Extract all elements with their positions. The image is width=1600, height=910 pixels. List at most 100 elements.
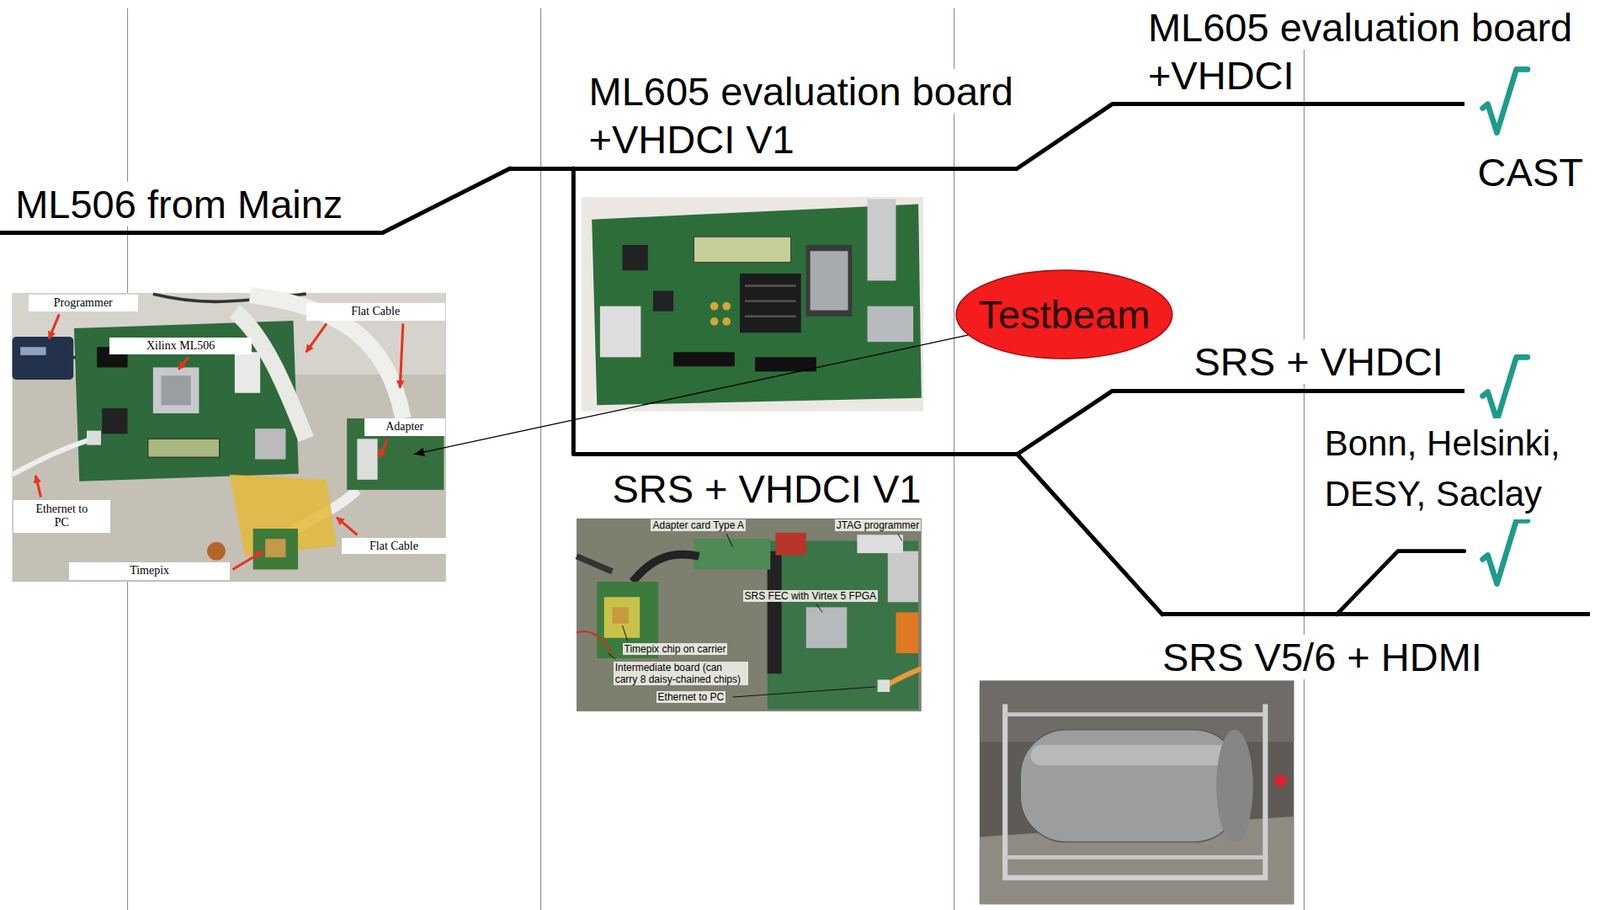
photo-callout: JTAG programmer (834, 519, 921, 532)
timeline-divider (953, 8, 955, 910)
track-line (510, 166, 1018, 171)
srs-photo (576, 518, 922, 712)
ml506-photo (207, 542, 226, 561)
stage-label: SRS + VHDCI V1 (611, 466, 921, 511)
text-holder: Testbeam (978, 290, 1151, 339)
stage-label: ML506 from Mainz (15, 181, 343, 227)
photo-callout: Flat Cable (306, 302, 446, 321)
branch-line (1336, 551, 1465, 615)
srs-photo (576, 631, 612, 654)
leader-line (816, 604, 823, 613)
photo-callout: Ethernet to PC (13, 499, 111, 533)
ellipse-shape (956, 270, 1173, 359)
srs-photo (767, 541, 919, 710)
pointer-arrow (35, 475, 41, 497)
development-line (571, 168, 576, 454)
photo-callout: Timepix (69, 562, 229, 580)
ml506-photo (12, 438, 93, 474)
leader-line (608, 533, 903, 697)
pointer-arrow (232, 551, 263, 570)
photo-callout: Xilinx ML506 (109, 337, 253, 354)
ml605-photo (722, 302, 731, 311)
ml506-photo (20, 346, 46, 356)
ml605-photo (710, 302, 719, 311)
srs-photo (885, 668, 921, 686)
srs-photo (632, 554, 700, 582)
text-holder: ML605 evaluation board +VHDCI (1148, 3, 1587, 100)
setup-stage: ML605 evaluation board +VHDCI V1 (510, 67, 1032, 169)
text-holder: ML506 from Mainz (15, 180, 343, 229)
srs-photo (611, 606, 628, 623)
srs-photo (576, 556, 612, 572)
ml506-photo (234, 351, 261, 393)
ml605-photo (744, 299, 797, 302)
srs-photo (806, 606, 847, 648)
srs-photo (576, 518, 922, 712)
setup-stage: SRS V5/6 + HDMI (1162, 614, 1590, 681)
track-line (1111, 388, 1464, 394)
ml605-photo (810, 250, 849, 310)
srs-photo (887, 551, 919, 603)
photo-callout: Timepix chip on carrier (622, 643, 729, 655)
timeline-divider (540, 8, 542, 910)
text-holder: SRS V5/6 + HDMI (1162, 632, 1483, 681)
ml506-photo (12, 292, 447, 582)
ml605-photo (693, 236, 791, 262)
photo-callout: Intermediate board (can carry 8 daisy-ch… (613, 661, 749, 686)
ml506-photo (356, 438, 378, 479)
ml605-photo (653, 291, 674, 312)
ml506-photo (265, 538, 286, 558)
ml605-photo (744, 315, 797, 318)
ml506-photo (101, 408, 128, 434)
stage-label: ML605 evaluation board +VHDCI (1148, 5, 1573, 98)
development-line (1017, 454, 1163, 615)
photo-callout: Ethernet to PC (656, 691, 727, 703)
leader-line (608, 653, 616, 660)
ml605-photo (744, 284, 797, 287)
ml506-photo (255, 428, 286, 459)
cast-photo (1030, 744, 1229, 766)
text-holder: SRS + VHDCI (1193, 337, 1443, 386)
text-holder: ML605 evaluation board +VHDCI V1 (589, 67, 1028, 164)
event-label: Testbeam (978, 292, 1151, 337)
cast-photo (1004, 712, 1266, 717)
cast-photo (1004, 855, 1266, 860)
track-line (573, 451, 1017, 457)
check-mark (1483, 520, 1528, 584)
cast-photo (1004, 704, 1266, 878)
pointer-arrow (306, 323, 327, 352)
setup-stage: SRS + VHDCI V1 (573, 454, 1017, 513)
illustration-layer (12, 8, 1528, 910)
photo-callout: SRS FEC with Virtex 5 FPGA (743, 590, 879, 602)
pointer-arrow (399, 323, 404, 388)
cast-photo (1274, 774, 1287, 787)
srs-photo (877, 679, 891, 692)
ml506-photo (148, 438, 220, 458)
branch-line (1336, 551, 1465, 615)
srs-photo (856, 534, 904, 553)
leader-line (898, 533, 903, 541)
photo-callout: Adapter (364, 418, 446, 436)
track-line (1111, 101, 1464, 107)
check-mark (1483, 69, 1528, 133)
cast-photo (979, 680, 1294, 905)
ml605-photo (600, 306, 641, 358)
ml605-photo (806, 244, 853, 317)
photo-callout: Adapter card Type A (650, 519, 746, 532)
photo-callout: Flat Cable (341, 537, 447, 554)
pointer-arrow (178, 356, 189, 370)
ml506-photo (253, 528, 298, 569)
ml605-photo (622, 244, 649, 271)
ml506-photo (161, 375, 192, 405)
ml506-photo (12, 336, 75, 380)
ml506-photo (234, 311, 307, 440)
pointer-arrow (379, 438, 389, 458)
setup-stage: ML605 evaluation board +VHDCI (1111, 3, 1590, 105)
stage-label: ML605 evaluation board +VHDCI V1 (589, 69, 1014, 162)
ml605-photo (739, 273, 802, 333)
check-mark (1483, 356, 1528, 420)
setup-stage: ML506 from Mainz (0, 180, 383, 233)
ml605-photo (710, 317, 719, 326)
connector-layer (382, 104, 1163, 615)
